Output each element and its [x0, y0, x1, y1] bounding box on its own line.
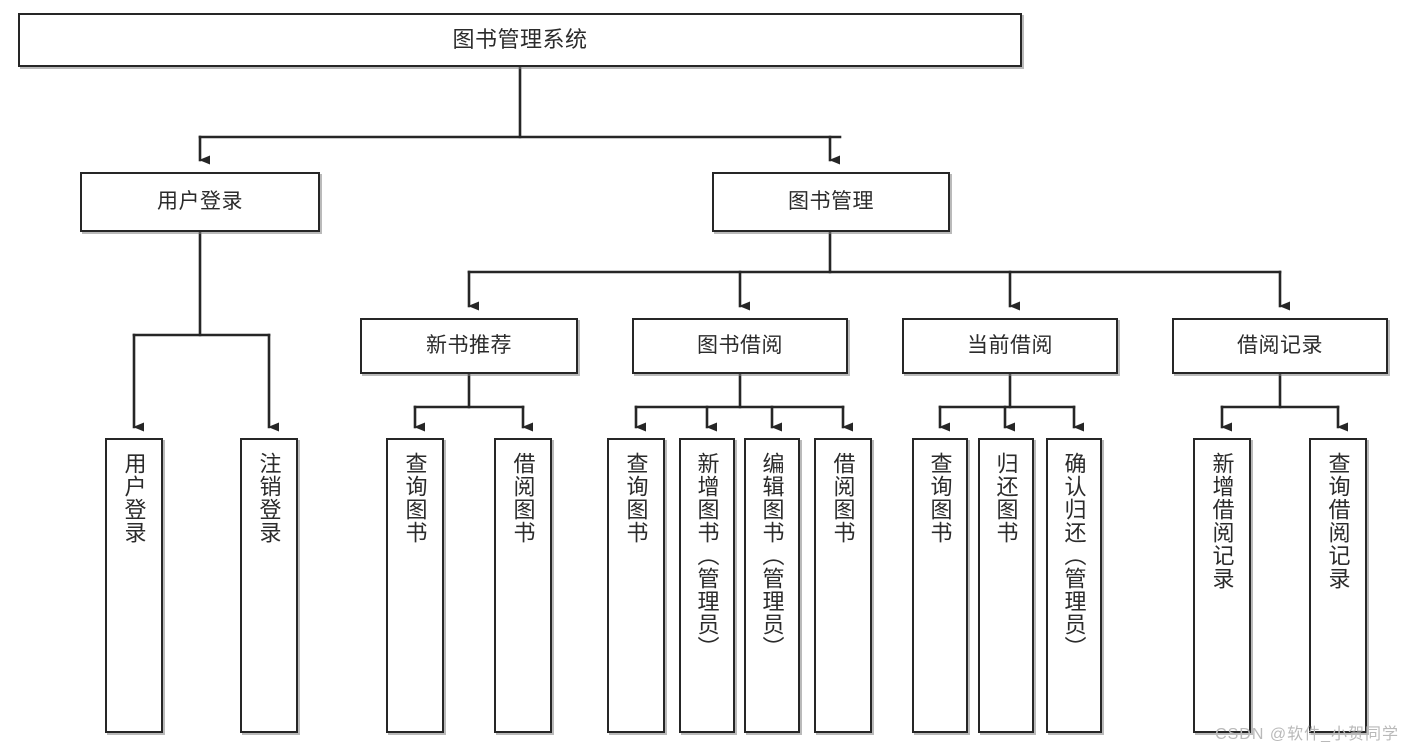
node-label: 查询图书 — [402, 452, 428, 544]
leaf-borrow-record-query-record[interactable]: 查询借阅记录 — [1309, 438, 1367, 733]
node-label: 当前借阅 — [967, 334, 1053, 358]
node-user-login[interactable]: 用户登录 — [80, 172, 320, 232]
node-root-book-management-system[interactable]: 图书管理系统 — [18, 13, 1022, 67]
leaf-current-borrow-confirm-return-admin[interactable]: 确认归还（管理员） — [1046, 438, 1102, 733]
node-label: 图书管理系统 — [452, 26, 588, 52]
csdn-watermark: CSDN @软件_小贺同学 — [1215, 726, 1399, 743]
node-book-management[interactable]: 图书管理 — [712, 172, 950, 232]
node-label: 借阅图书 — [510, 452, 536, 544]
node-label: 新增图书（管理员） — [694, 452, 720, 659]
node-new-book-recommend[interactable]: 新书推荐 — [360, 318, 578, 374]
leaf-user-login-logout[interactable]: 注销登录 — [240, 438, 298, 733]
node-label: 新书推荐 — [426, 334, 512, 358]
node-label: 新增借阅记录 — [1209, 452, 1235, 590]
leaf-user-login-login[interactable]: 用户登录 — [105, 438, 163, 733]
node-label: 借阅记录 — [1237, 334, 1323, 358]
leaf-borrow-record-add-record[interactable]: 新增借阅记录 — [1193, 438, 1251, 733]
node-label: 编辑图书（管理员） — [759, 452, 785, 659]
node-book-borrow[interactable]: 图书借阅 — [632, 318, 848, 374]
leaf-current-borrow-query-book[interactable]: 查询图书 — [912, 438, 968, 733]
node-label: 借阅图书 — [830, 452, 856, 544]
node-label: 图书管理 — [788, 190, 874, 214]
leaf-new-book-borrow-book[interactable]: 借阅图书 — [494, 438, 552, 733]
node-label: 用户登录 — [121, 452, 147, 544]
node-label: 注销登录 — [256, 452, 282, 544]
node-label: 确认归还（管理员） — [1061, 452, 1087, 659]
leaf-book-borrow-borrow-book[interactable]: 借阅图书 — [814, 438, 872, 733]
node-label: 查询图书 — [927, 452, 953, 544]
node-label: 查询图书 — [623, 452, 649, 544]
leaf-new-book-query-book[interactable]: 查询图书 — [386, 438, 444, 733]
node-label: 归还图书 — [993, 452, 1019, 544]
node-label: 图书借阅 — [697, 334, 783, 358]
node-current-borrow[interactable]: 当前借阅 — [902, 318, 1118, 374]
node-borrow-record[interactable]: 借阅记录 — [1172, 318, 1388, 374]
leaf-book-borrow-add-book-admin[interactable]: 新增图书（管理员） — [679, 438, 735, 733]
leaf-current-borrow-return-book[interactable]: 归还图书 — [978, 438, 1034, 733]
leaf-book-borrow-query-book[interactable]: 查询图书 — [607, 438, 665, 733]
node-label: 查询借阅记录 — [1325, 452, 1351, 590]
leaf-book-borrow-edit-book-admin[interactable]: 编辑图书（管理员） — [744, 438, 800, 733]
node-label: 用户登录 — [157, 190, 243, 214]
